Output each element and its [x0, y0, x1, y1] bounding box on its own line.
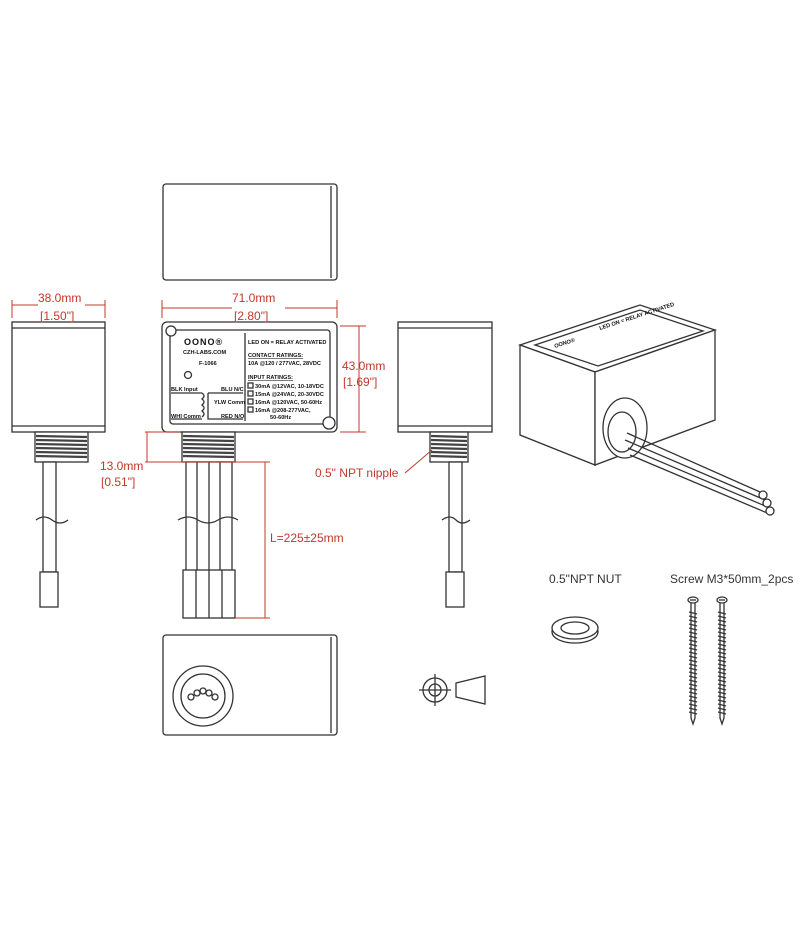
- screw: [716, 596, 728, 727]
- wire-bundle: [177, 461, 239, 619]
- led-text: LED ON = RELAY ACTIVATED: [248, 340, 326, 346]
- dim-side-width-in: [1.50"]: [40, 309, 74, 323]
- wire-label: RED N/O: [221, 414, 245, 420]
- thread-line: [182, 450, 235, 455]
- thread-line: [35, 434, 88, 439]
- thread-line: [182, 438, 235, 443]
- screws: Screw M3*50mm_2pcs: [670, 572, 793, 727]
- thread: [430, 434, 468, 459]
- thread-line: [430, 438, 468, 443]
- thread-line: [182, 446, 235, 451]
- bottom-view: [162, 634, 338, 736]
- wire-label: WHI Comm: [171, 414, 201, 420]
- dim-front-width-mm: 71.0mm: [232, 291, 275, 305]
- thread-line: [182, 442, 235, 447]
- dim-cable-length: L=225±25mm: [270, 531, 344, 545]
- dim-nipple-mm: 13.0mm: [100, 459, 143, 473]
- dim-height-mm: 43.0mm: [342, 359, 385, 373]
- dim-height-in: [1.69"]: [343, 375, 377, 389]
- screw-label: Screw M3*50mm_2pcs: [670, 572, 793, 586]
- dim-nipple-in: [0.51"]: [101, 475, 135, 489]
- brand-logo: OONO®: [184, 337, 223, 347]
- thread: [182, 434, 235, 459]
- thread-line: [35, 442, 88, 447]
- left-side-view: [11, 321, 106, 608]
- input-heading: INPUT RATINGS:: [248, 375, 293, 381]
- isometric-view: OONO® LED ON = RELAY ACTIVATED: [518, 302, 775, 516]
- input-rating: 50-60Hz: [270, 415, 291, 421]
- contact-heading: CONTACT RATINGS:: [248, 353, 303, 359]
- thread-line: [430, 434, 468, 439]
- thread-line: [182, 454, 235, 459]
- thread: [35, 434, 88, 459]
- website-text: CZH-LABS.COM: [183, 350, 227, 356]
- thread-line: [35, 450, 88, 455]
- nipple-callout: 0.5" NPT nipple: [315, 466, 399, 480]
- model-text: F-1066: [199, 361, 217, 367]
- input-rating: 16mA @208-277VAC,: [255, 408, 311, 414]
- top-view: [162, 183, 338, 281]
- thread-line: [430, 442, 468, 447]
- wire-label: BLU N/C: [221, 387, 244, 393]
- thread-line: [35, 454, 88, 459]
- thread-line: [35, 446, 88, 451]
- thread-line: [430, 450, 468, 455]
- dim-side-width-mm: 38.0mm: [38, 291, 81, 305]
- screw: [687, 596, 699, 727]
- dim-front-width-in: [2.80"]: [234, 309, 268, 323]
- device-label: OONO® CZH-LABS.COM F-1066 LED ON = RELAY…: [171, 333, 326, 421]
- input-rating: 30mA @12VAC, 10-18VDC: [255, 384, 324, 390]
- wire-label: BLK Input: [171, 387, 198, 393]
- wire-label: YLW Comm: [214, 400, 245, 406]
- input-rating: 15mA @24VAC, 20-30VDC: [255, 392, 324, 398]
- thread-line: [430, 446, 468, 451]
- nipple-symbol: [419, 674, 486, 706]
- front-view: OONO® CZH-LABS.COM F-1066 LED ON = RELAY…: [161, 321, 338, 619]
- dimensions: 38.0mm [1.50"] 71.0mm [2.80"] 43.0mm [1.…: [11, 291, 433, 619]
- contact-value: 10A @120 / 277VAC, 28VDC: [248, 361, 321, 367]
- thread-line: [430, 454, 468, 459]
- thread-line: [35, 438, 88, 443]
- npt-nut: 0.5"NPT NUT: [549, 572, 622, 644]
- input-rating: 16mA @120VAC, 50-60Hz: [255, 400, 322, 406]
- nut-label: 0.5"NPT NUT: [549, 572, 622, 586]
- led-indicator: [183, 370, 193, 380]
- thread-line: [182, 434, 235, 439]
- right-side-view: [397, 321, 493, 608]
